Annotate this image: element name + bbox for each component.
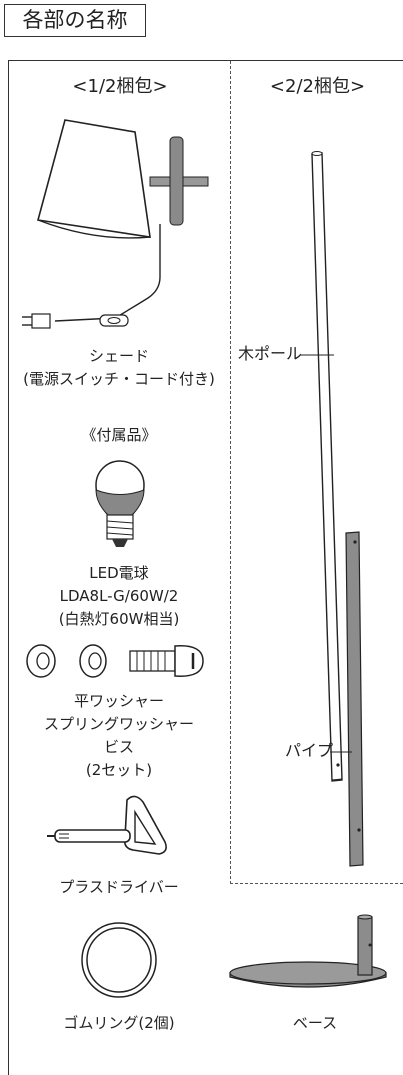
bulb-note: (白熱灯60W相当): [58, 610, 180, 628]
accessories-heading: 《付属品》: [81, 426, 157, 444]
wood-pole-label: 木ポール: [238, 344, 303, 363]
flat-washer-label: 平ワッシャー: [73, 692, 164, 710]
package-2-region: [230, 61, 403, 884]
screw-label: ビス: [103, 738, 134, 756]
spring-washer-label: スプリングワッシャー: [43, 715, 194, 733]
base-label: ベース: [292, 1014, 338, 1032]
shade-illustration: [22, 119, 209, 329]
package-2-heading: <2/2梱包>: [269, 76, 366, 97]
screwdriver-label: プラスドライバー: [59, 878, 179, 896]
parts-frame: [8, 60, 403, 1075]
pole-pipe-illustration: [311, 151, 364, 867]
bulb-model: LDA8L-G/60W/2: [59, 587, 179, 605]
screwdriver-illustration: [47, 795, 167, 855]
pipe-leader-line: [330, 751, 352, 753]
base-illustration: [229, 914, 387, 988]
pipe-label: パイプ: [285, 741, 334, 760]
bulb-label: LED電球: [89, 564, 149, 582]
screw-set-note: (2セット): [85, 761, 153, 779]
rubber-ring-label: ゴムリング(2個): [63, 1014, 175, 1032]
washers-screw-illustration: [26, 644, 204, 678]
led-bulb-illustration: [95, 460, 145, 547]
page-title: 各部の名称: [4, 4, 146, 37]
wood-pole-leader-line: [300, 354, 334, 356]
shade-label: シェード: [88, 347, 149, 365]
package-1-heading: <1/2梱包>: [72, 76, 168, 97]
shade-note: (電源スイッチ・コード付き): [23, 370, 215, 388]
rubber-ring-illustration: [81, 922, 157, 998]
